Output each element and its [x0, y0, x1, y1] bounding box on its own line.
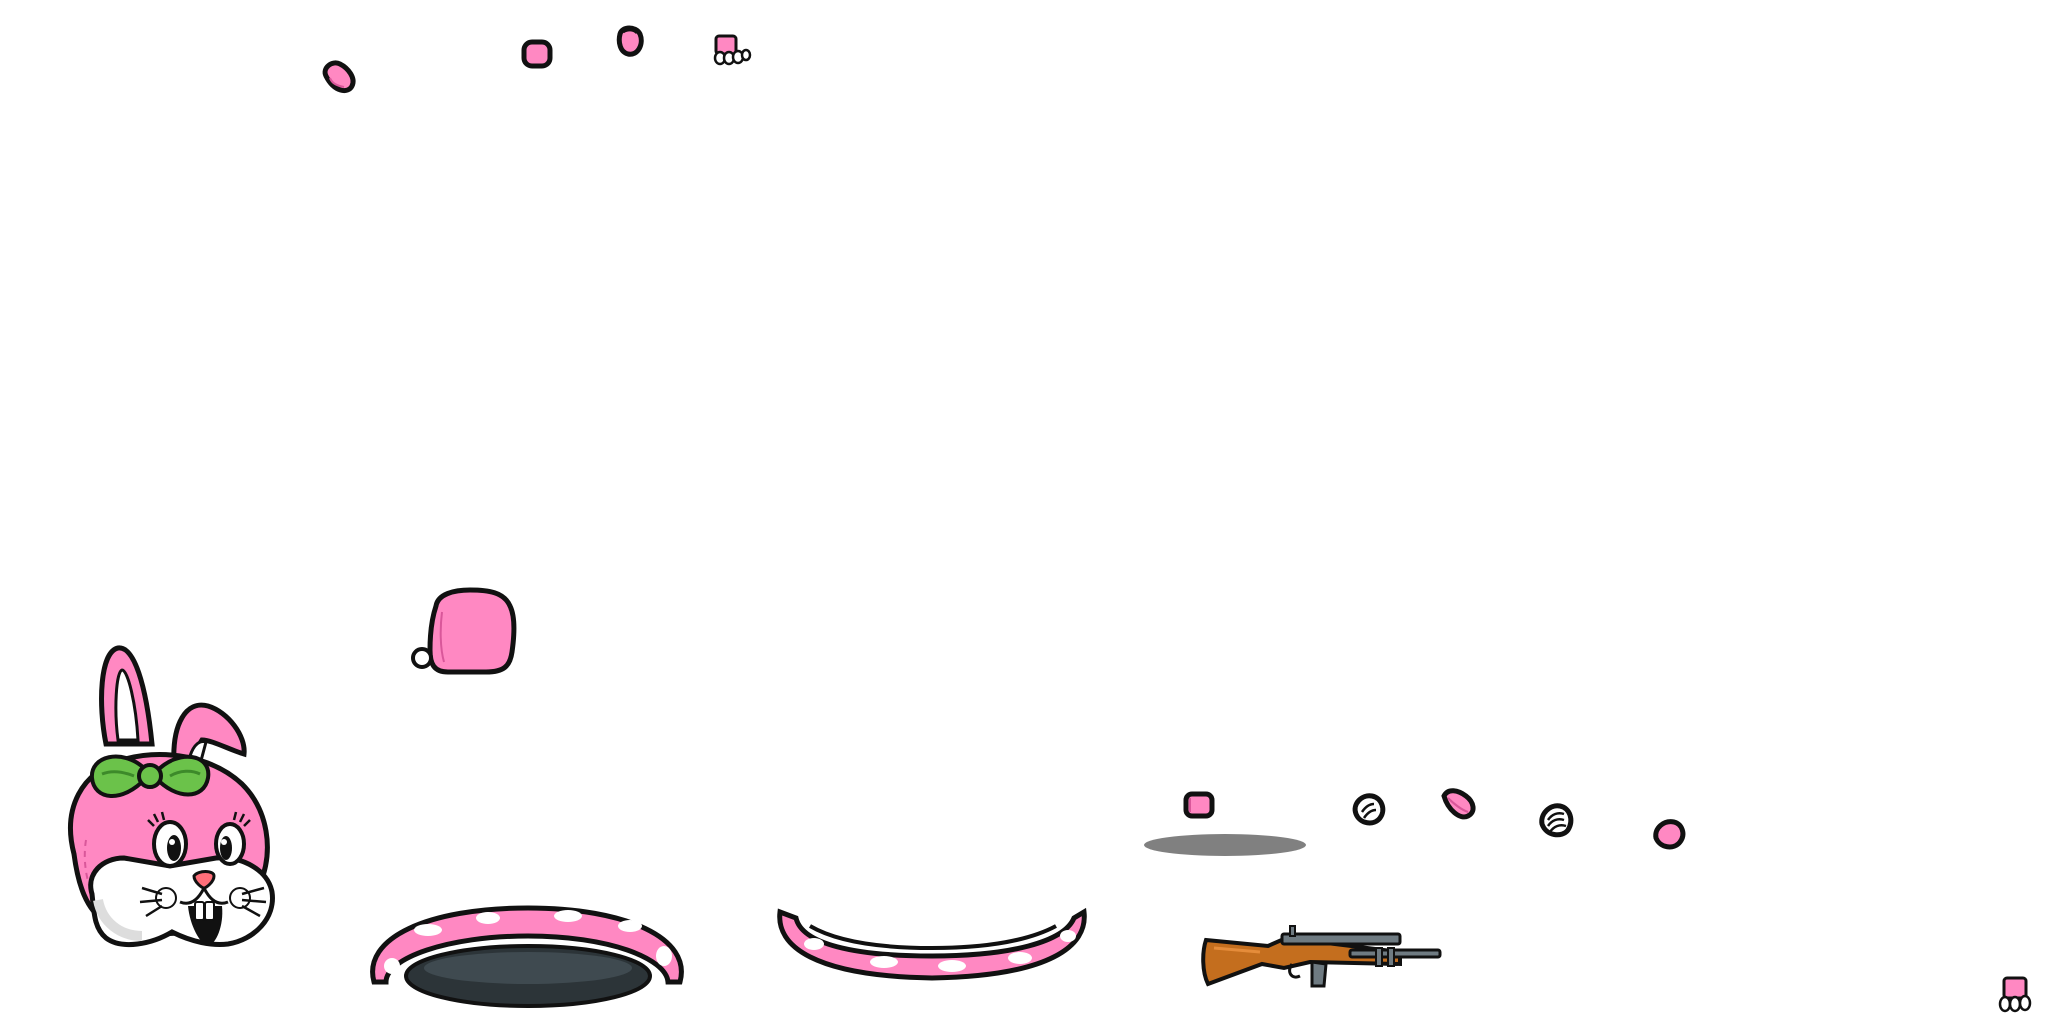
hand-small-1 [1183, 791, 1215, 819]
hand-top-3 [616, 25, 644, 57]
bunny-body [411, 587, 517, 675]
ground-shadow [1144, 834, 1306, 856]
hand-small-5 [1653, 819, 1686, 850]
hand-small-2 [1352, 793, 1386, 826]
foot-corner [1998, 976, 2032, 1013]
foot-top [713, 34, 752, 66]
hole-back-rim [777, 907, 1087, 981]
hand-top-2 [521, 39, 553, 69]
bunny-head [68, 645, 275, 947]
hand-small-4 [1539, 803, 1574, 838]
hole-front-rim [370, 905, 684, 1008]
hand-top-1 [322, 60, 356, 94]
rifle [1201, 925, 1442, 988]
hand-small-3 [1441, 788, 1476, 820]
